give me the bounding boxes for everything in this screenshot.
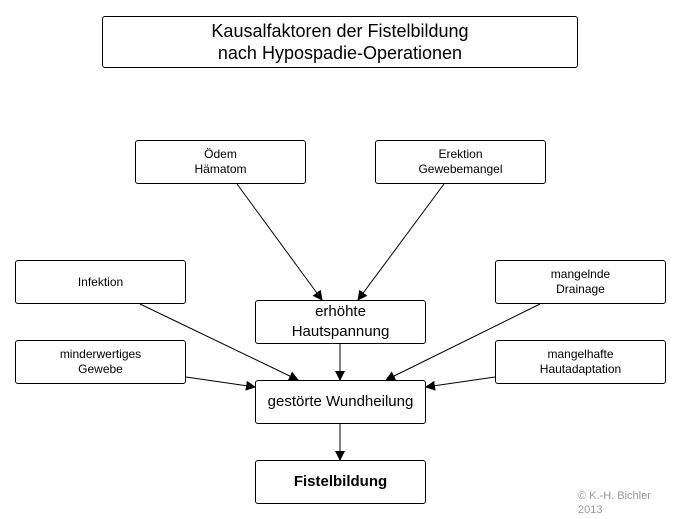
arrow-oedem-to-hautspannung — [236, 183, 323, 301]
node-minderwertiges-gewebe: minderwertiges Gewebe — [15, 340, 186, 384]
node-erhoehte-hautspannung: erhöhte Hautspannung — [255, 300, 426, 344]
arrow-minderwertig-to-wundheilung — [185, 376, 256, 391]
node-oedem-haematom: Ödem Hämatom — [135, 140, 306, 184]
node-mangelhafte-hautadaptation: mangelhafte Hautadaptation — [495, 340, 666, 384]
node-erektion-gewebemangel: Erektion Gewebemangel — [375, 140, 546, 184]
arrow-hautadaptation-to-wundheilung — [425, 376, 496, 391]
arrow-erektion-to-hautspannung — [357, 183, 445, 301]
node-mangelnde-drainage: mangelnde Drainage — [495, 260, 666, 304]
node-gestoerte-wundheilung: gestörte Wundheilung — [255, 380, 426, 424]
arrow-drainage-to-wundheilung — [385, 303, 541, 381]
copyright-note: © K.-H. Bichler 2013 — [578, 490, 651, 516]
diagram-title: Kausalfaktoren der Fistelbildung nach Hy… — [102, 16, 578, 68]
node-fistelbildung: Fistelbildung — [255, 460, 426, 504]
node-infektion: Infektion — [15, 260, 186, 304]
arrow-infektion-to-wundheilung — [139, 303, 299, 381]
